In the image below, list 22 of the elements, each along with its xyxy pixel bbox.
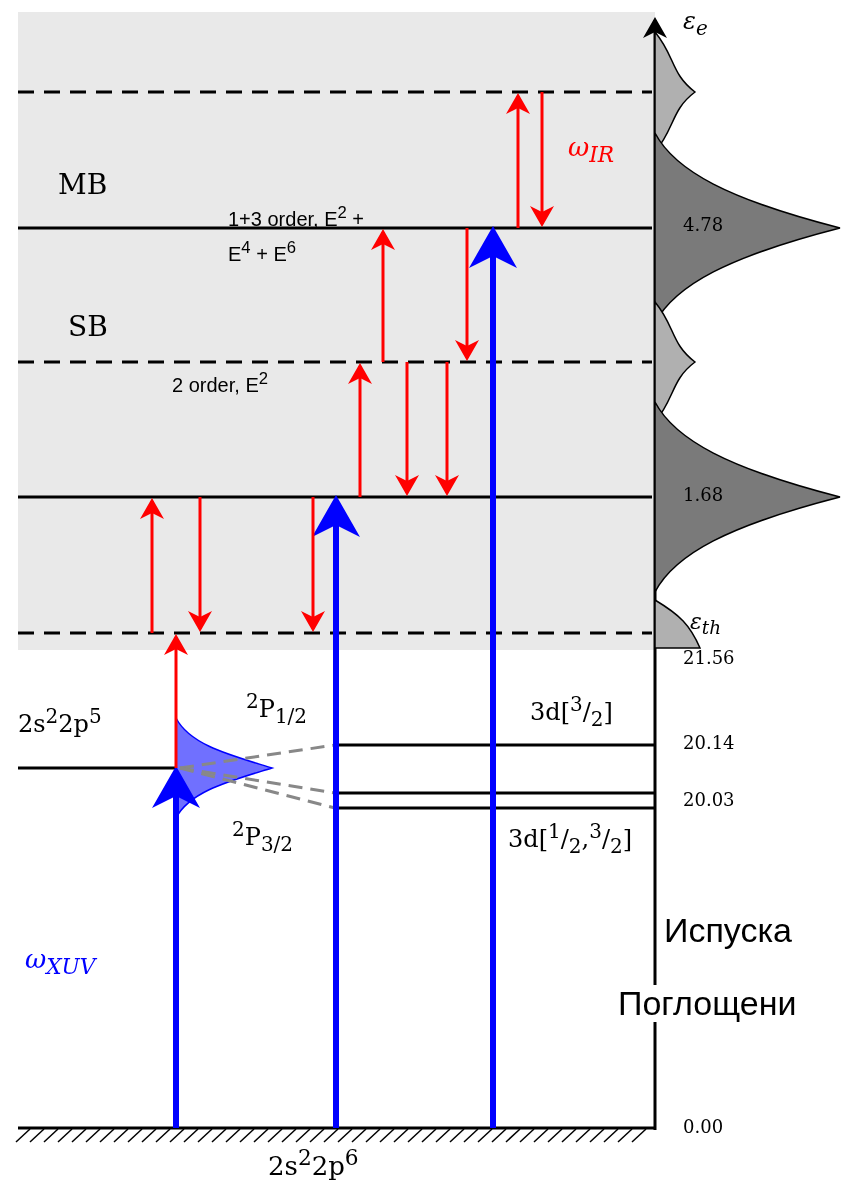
- energy-value: 20.03: [683, 790, 735, 810]
- legend-text: Поглощени: [618, 985, 797, 1023]
- energy-value: 4.78: [683, 215, 724, 235]
- order-annotation: 1+3 order, E$^{2}$ + E$^{4}$ + E$^{6}$: [228, 202, 366, 267]
- order-annotation: 2 order, E$^{2}$: [172, 370, 268, 396]
- threshold-label: ε$_{th}$: [690, 610, 721, 639]
- energy-value: 0.00: [683, 1117, 724, 1137]
- legend-text: Испуска: [664, 912, 792, 950]
- configuration-label: 2s$^{2}$2p$^{5}$: [18, 705, 102, 738]
- term-label: $^{2}$P$_{1/2}$: [246, 690, 308, 727]
- energy-axis-label: ε$_{e}$: [683, 8, 708, 39]
- state-label: 3d[$^{1}$/$_{2}$,$^{3}$/$_{2}$]: [508, 820, 633, 857]
- band-label: SB: [68, 312, 108, 343]
- state-label: 3d[$^{3}$/$_{2}$]: [530, 693, 613, 730]
- energy-value: 1.68: [683, 485, 724, 505]
- configuration-label: 2s$^{2}$2p$^{6}$: [268, 1146, 359, 1181]
- term-label: $^{2}$P$_{3/2}$: [232, 818, 294, 855]
- energy-value: 21.56: [683, 648, 735, 668]
- energy-value: 20.14: [683, 733, 735, 753]
- band-label: MB: [58, 170, 108, 201]
- xuv-photon-label: ω$_{XUV}$: [25, 945, 96, 979]
- ir-photon-label: ω$_{IR}$: [568, 133, 615, 167]
